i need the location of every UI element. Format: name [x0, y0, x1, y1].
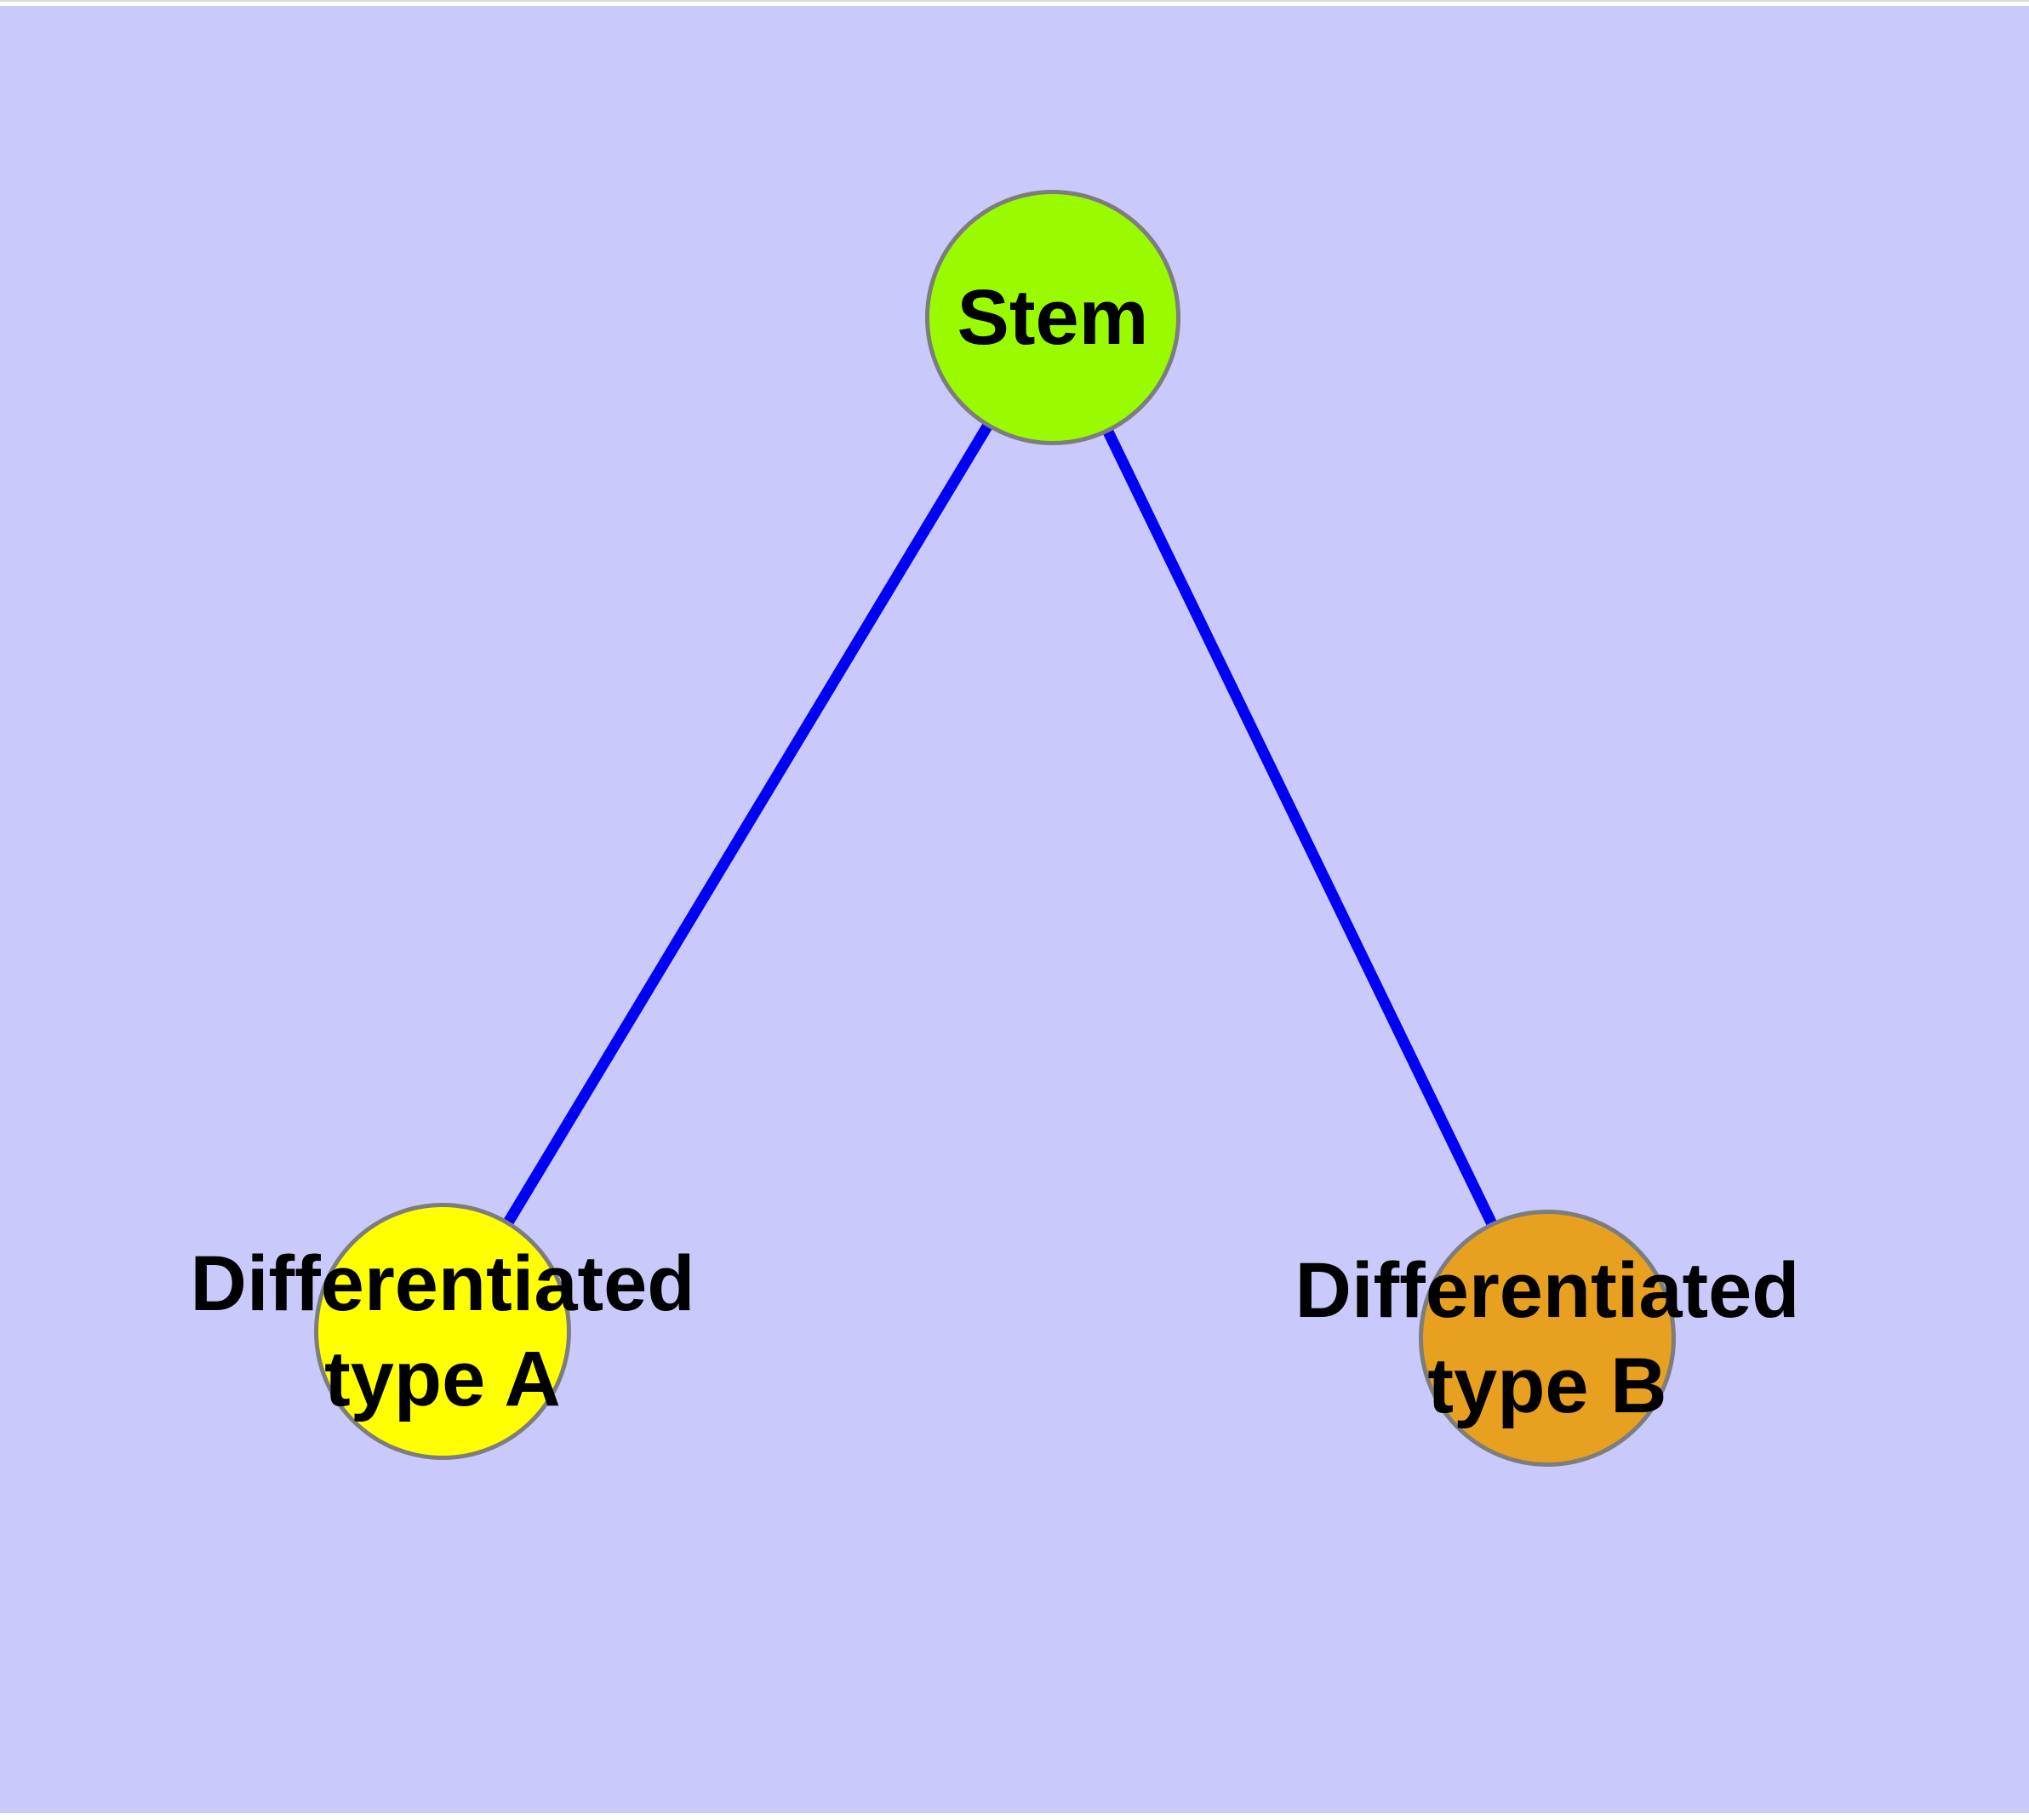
node-differentiated-type-b-circle[interactable] — [1419, 1210, 1676, 1467]
node-stem-circle[interactable] — [925, 190, 1180, 445]
node-differentiated-type-a-label-line-1: Differentiated — [190, 1240, 695, 1327]
node-differentiated-type-b-label-line-2: type B — [1427, 1342, 1667, 1429]
node-differentiated-type-a-label-line-2: type A — [324, 1336, 561, 1422]
top-rule — [0, 0, 2029, 2]
node-stem-label-line: Stem — [957, 274, 1149, 361]
node-differentiated-type-a-label: Differentiated type A — [191, 1236, 695, 1427]
node-differentiated-type-b-label-line-1: Differentiated — [1295, 1247, 1800, 1334]
node-stem-label: Stem — [957, 270, 1149, 365]
node-differentiated-type-b-label: Differentiated type B — [1295, 1243, 1800, 1434]
node-differentiated-type-a-circle[interactable] — [314, 1203, 571, 1460]
